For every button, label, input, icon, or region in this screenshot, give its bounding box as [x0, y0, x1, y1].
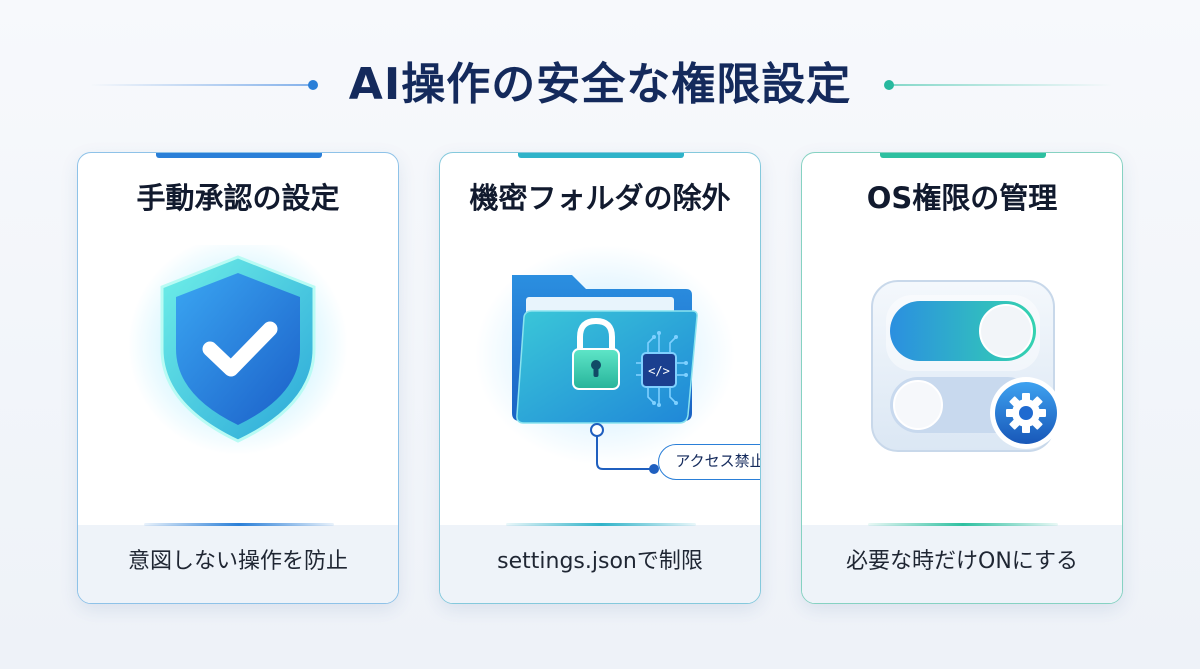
title-divider-left [90, 84, 312, 86]
card-title: 機密フォルダの除外 [469, 181, 731, 215]
card-accent-bar [156, 153, 322, 158]
toggle-settings-icon [871, 280, 1062, 452]
footer-accent-line [506, 523, 696, 526]
card-accent-bar [880, 153, 1046, 158]
card-title: OS権限の管理 [866, 181, 1058, 215]
title-row: AI操作の安全な権限設定 [0, 50, 1200, 120]
card-illustration [802, 245, 1122, 527]
card-caption: 意図しない操作を防止 [127, 549, 348, 574]
title-divider-right [890, 84, 1112, 86]
shield-check-icon [128, 235, 348, 455]
card-illustration [78, 235, 398, 527]
card-caption: 必要な時だけONにする [846, 549, 1078, 574]
access-denied-label: アクセス禁止 [658, 444, 760, 480]
locked-folder-icon: </> [475, 245, 735, 474]
card-illustration: </> [440, 245, 760, 527]
title-dot-right [884, 80, 894, 90]
card-footer: settings.jsonで制限 [440, 523, 760, 603]
card-os-permissions: OS権限の管理 [801, 152, 1123, 604]
footer-accent-line [144, 523, 334, 526]
footer-accent-line [868, 523, 1058, 526]
svg-text:</>: </> [648, 364, 670, 378]
card-sensitive-folder: 機密フォルダの除外 [439, 152, 761, 604]
title-dot-left [308, 80, 318, 90]
page-title: AI操作の安全な権限設定 [348, 59, 852, 110]
card-caption: settings.jsonで制限 [497, 549, 703, 574]
card-footer: 必要な時だけONにする [802, 523, 1122, 603]
card-footer: 意図しない操作を防止 [78, 523, 398, 603]
card-accent-bar [518, 153, 684, 158]
card-manual-approval: 手動承認の設定 意図 [77, 152, 399, 604]
card-title: 手動承認の設定 [136, 181, 340, 215]
